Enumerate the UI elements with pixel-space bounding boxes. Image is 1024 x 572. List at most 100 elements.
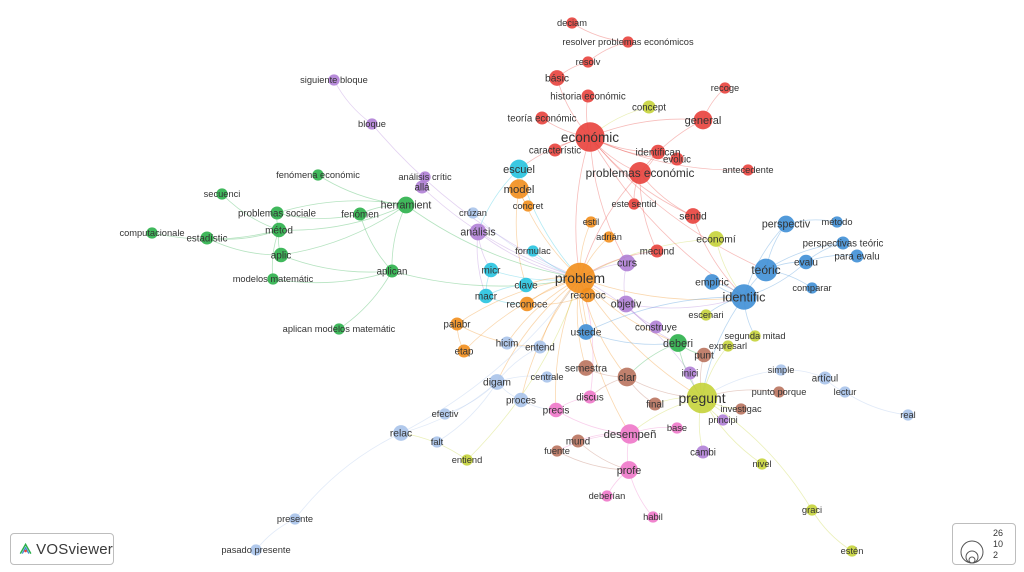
node-label-comparar[interactable]: comparar [792, 283, 831, 293]
node-micr[interactable] [483, 262, 499, 278]
node-label-semestra[interactable]: semestra [565, 364, 608, 375]
node-bloque[interactable] [366, 118, 378, 130]
node-label-model[interactable]: model [504, 184, 535, 196]
node-general[interactable] [693, 110, 713, 130]
node-label-economic[interactable]: económic [561, 130, 619, 145]
node-digam[interactable] [489, 374, 505, 390]
node-para-evalu[interactable] [850, 249, 864, 263]
node-label-punto-porque[interactable]: punto porque [752, 387, 807, 397]
node-presente[interactable] [289, 513, 301, 525]
node-escenari[interactable] [700, 309, 712, 321]
node-label-reconoc[interactable]: reconoc [570, 291, 606, 302]
node-recoge[interactable] [719, 82, 731, 94]
node-este-sentid[interactable] [628, 198, 640, 210]
node-hicim[interactable] [500, 336, 514, 350]
node-label-resolv[interactable]: resolv [576, 57, 601, 67]
node-label-escuel[interactable]: escuel [503, 164, 535, 176]
node-label-cambi[interactable]: cambi [690, 447, 716, 458]
node-label-efectiv[interactable]: efectiv [432, 409, 459, 419]
node-estadistic[interactable] [200, 231, 214, 245]
vosviewer-logo[interactable]: VOSviewer [10, 533, 114, 565]
node-label-micr[interactable]: micr [482, 266, 502, 277]
node-label-deberian[interactable]: deberían [589, 491, 626, 501]
node-label-metodo[interactable]: método [821, 217, 852, 227]
node-perspectiv[interactable] [777, 215, 795, 233]
node-teoria-economic[interactable] [535, 111, 549, 125]
node-aplican[interactable] [385, 264, 399, 278]
node-pasado-presente[interactable] [250, 544, 262, 556]
node-label-modelos-matematic[interactable]: modelos matemátic [233, 274, 314, 284]
node-clar[interactable] [617, 367, 637, 387]
node-economic[interactable] [575, 122, 605, 152]
node-label-este-sentid[interactable]: este sentid [612, 199, 657, 209]
node-label-concret[interactable]: concret [513, 201, 544, 211]
node-label-antecedente[interactable]: antecedente [722, 165, 773, 175]
node-label-analisis[interactable]: análisis [460, 227, 495, 239]
node-label-relac[interactable]: relac [390, 429, 412, 440]
node-deberi[interactable] [669, 334, 687, 352]
node-label-investigac[interactable]: investigac [720, 404, 762, 414]
node-nivel[interactable] [756, 458, 768, 470]
node-secuenci[interactable] [216, 188, 228, 200]
node-historia-economic[interactable] [581, 89, 595, 103]
node-label-problem[interactable]: problem [555, 270, 605, 286]
node-label-curs[interactable]: curs [617, 258, 637, 270]
node-label-problemas-economic[interactable]: problemas económic [586, 166, 695, 180]
node-relac[interactable] [393, 425, 409, 441]
node-analisis-critic[interactable] [419, 171, 431, 183]
node-profe[interactable] [620, 461, 638, 479]
node-efectiv[interactable] [439, 408, 451, 420]
node-simple[interactable] [775, 364, 787, 376]
node-label-base[interactable]: base [667, 423, 687, 433]
node-mund[interactable] [571, 434, 585, 448]
node-reconoce[interactable] [519, 296, 535, 312]
node-semestra[interactable] [578, 360, 594, 376]
node-esten[interactable] [846, 545, 858, 557]
node-habil[interactable] [647, 511, 659, 523]
node-label-pasado-presente[interactable]: pasado presente [221, 545, 290, 555]
node-entiend[interactable] [461, 454, 473, 466]
node-label-identifican[interactable]: identifican [635, 148, 680, 159]
node-label-clave[interactable]: clave [514, 281, 538, 292]
node-label-principi[interactable]: principi [708, 415, 737, 425]
node-construye[interactable] [649, 320, 663, 334]
node-label-segunda-mitad[interactable]: segunda mitad [725, 331, 786, 341]
node-falt[interactable] [431, 436, 443, 448]
node-proces[interactable] [513, 392, 529, 408]
node-model[interactable] [509, 179, 529, 199]
node-label-construye[interactable]: construye [635, 322, 677, 333]
node-label-estil[interactable]: estil [583, 217, 600, 227]
node-estil[interactable] [585, 216, 597, 228]
node-segunda-mitad[interactable] [749, 330, 761, 342]
node-concret[interactable] [522, 200, 534, 212]
node-evoluc[interactable] [670, 152, 684, 166]
node-palabr[interactable] [450, 317, 464, 331]
node-cambi[interactable] [696, 445, 710, 459]
node-herramient[interactable] [397, 196, 415, 214]
node-label-herramient[interactable]: herramient [381, 200, 432, 212]
node-label-evalu[interactable]: evalu [794, 258, 818, 269]
node-label-perspectivas-teoric[interactable]: perspectivas teóric [803, 238, 884, 249]
node-concept[interactable] [642, 100, 656, 114]
node-siguiente-bloque[interactable] [328, 74, 340, 86]
node-fenomen[interactable] [353, 207, 367, 221]
node-label-punt[interactable]: punt [694, 351, 714, 362]
node-fenomena-economic[interactable] [312, 169, 324, 181]
node-label-sentid[interactable]: sentid [679, 212, 707, 223]
node-label-perspectiv[interactable]: perspectiv [762, 219, 811, 231]
node-cruzan[interactable] [467, 207, 479, 219]
node-expresarl[interactable] [722, 340, 734, 352]
node-evalu[interactable] [798, 254, 814, 270]
node-label-historia-economic[interactable]: historia económic [550, 91, 626, 102]
node-antecedente[interactable] [742, 164, 754, 176]
node-label-analisis-critic[interactable]: análisis crític [398, 172, 452, 182]
node-pregunt[interactable] [686, 382, 718, 414]
node-label-etap[interactable]: etap [455, 346, 474, 357]
node-label-presente[interactable]: presente [277, 514, 313, 524]
node-formulac[interactable] [527, 245, 539, 257]
node-label-aplic[interactable]: aplic [271, 251, 292, 262]
node-resolver-problemas-economicos[interactable] [622, 36, 634, 48]
node-label-graci[interactable]: graci [802, 505, 822, 515]
node-label-aplican[interactable]: aplican [377, 266, 408, 277]
node-label-formulac[interactable]: formulac [515, 246, 551, 256]
